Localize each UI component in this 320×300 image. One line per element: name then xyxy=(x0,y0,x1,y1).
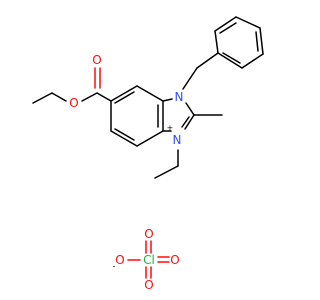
bond xyxy=(32,92,53,104)
ethyl-ester-group xyxy=(32,67,112,104)
bond xyxy=(182,67,198,90)
bond xyxy=(136,130,164,147)
perchlorate-anion: Cl O O - O O xyxy=(113,227,180,292)
double-bond-inner xyxy=(114,91,135,104)
double-bond-inner xyxy=(222,52,241,64)
atom-cl: Cl xyxy=(143,253,155,267)
bond xyxy=(185,102,195,116)
double-bond-inner xyxy=(181,116,190,128)
atom-n-benzyl: N xyxy=(175,90,184,104)
bond xyxy=(136,85,164,102)
bond xyxy=(259,27,264,55)
bond xyxy=(214,30,219,54)
atom-o-bottom: O xyxy=(144,278,153,292)
imidazolium-ring xyxy=(162,98,195,132)
molecule-drawing: O O N N + Cl O O - O O xyxy=(32,16,264,292)
double-bond-inner xyxy=(219,22,237,34)
double-bond-inner xyxy=(114,128,135,141)
bond xyxy=(81,92,98,102)
atom-o-top: O xyxy=(144,227,153,241)
benzyl-group xyxy=(182,16,264,90)
atom-o-carbonyl: O xyxy=(92,53,101,67)
bond xyxy=(217,52,243,69)
bond xyxy=(184,114,195,130)
fused-benzene-ring xyxy=(110,85,164,147)
bond xyxy=(51,92,67,102)
atom-o-right: O xyxy=(170,253,179,267)
charge-plus: + xyxy=(167,124,174,133)
charge-minus: - xyxy=(113,262,116,271)
atom-o-ester: O xyxy=(69,96,78,110)
bond xyxy=(110,130,138,147)
bond xyxy=(241,53,264,69)
bond xyxy=(154,165,179,179)
bond xyxy=(235,16,261,29)
cation: O O N N + xyxy=(32,16,264,179)
double-bond-inner xyxy=(255,31,259,52)
bond xyxy=(162,98,173,102)
bond xyxy=(96,92,112,102)
atom-o-left: O xyxy=(115,253,124,267)
bond xyxy=(196,52,219,69)
structure-canvas: O O N N + Cl O O - O O xyxy=(32,16,264,292)
bond xyxy=(110,85,138,102)
ethyl-group xyxy=(154,149,179,179)
atom-n-ethyl: N xyxy=(173,133,182,147)
bond xyxy=(214,16,237,32)
